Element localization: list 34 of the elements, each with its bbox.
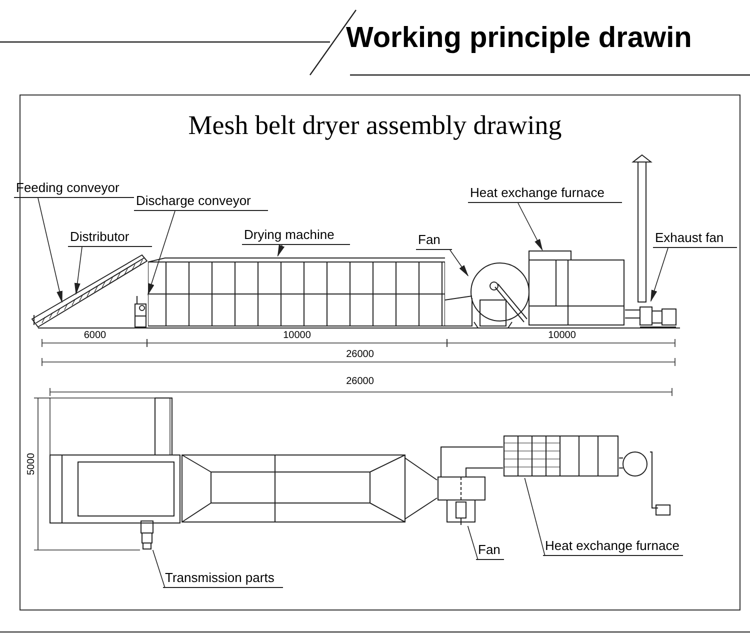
dimension-value: 10000 — [282, 331, 312, 341]
discharge-conveyor-drawing — [133, 294, 148, 328]
drawing-heading: Mesh belt dryer assembly drawing — [187, 112, 563, 139]
dimension-value: 26000 — [345, 350, 375, 360]
leader-line — [467, 526, 478, 560]
furnace-top-view-drawing — [503, 435, 619, 478]
leader-line — [524, 478, 546, 556]
callout-label: Heat exchange furnace — [468, 183, 622, 203]
callout-label: Distributor — [68, 227, 152, 247]
inclined-conveyor-drawing — [30, 253, 148, 329]
fan-top-view-drawing — [437, 445, 503, 526]
callout-label: Heat exchange furnace — [543, 536, 683, 556]
callout-label: Fan — [476, 540, 504, 560]
callout-label: Fan — [416, 230, 452, 250]
leader-line — [38, 198, 62, 303]
callout-label: Transmission parts — [163, 568, 283, 588]
dimension-value: 10000 — [547, 331, 577, 341]
leader-line — [74, 246, 82, 295]
dimension-value: 26000 — [345, 377, 375, 387]
callout-label: Discharge conveyor — [134, 191, 268, 211]
furnace-drawing — [528, 250, 625, 327]
callout-label: Drying machine — [242, 225, 350, 245]
transmission-drawing — [139, 520, 155, 550]
callout-label: Exhaust fan — [653, 228, 737, 248]
leader-line — [518, 202, 543, 251]
leader-line — [277, 244, 285, 257]
dimension-value: 5000 — [27, 452, 37, 478]
leader-line — [148, 210, 176, 296]
leader-line — [450, 250, 469, 277]
page-title: Working principle drawin — [346, 24, 692, 53]
drying-machine-drawing — [148, 256, 445, 327]
leader-line — [650, 248, 668, 302]
leader-line — [152, 550, 166, 588]
dimension-value: 6000 — [82, 331, 108, 341]
